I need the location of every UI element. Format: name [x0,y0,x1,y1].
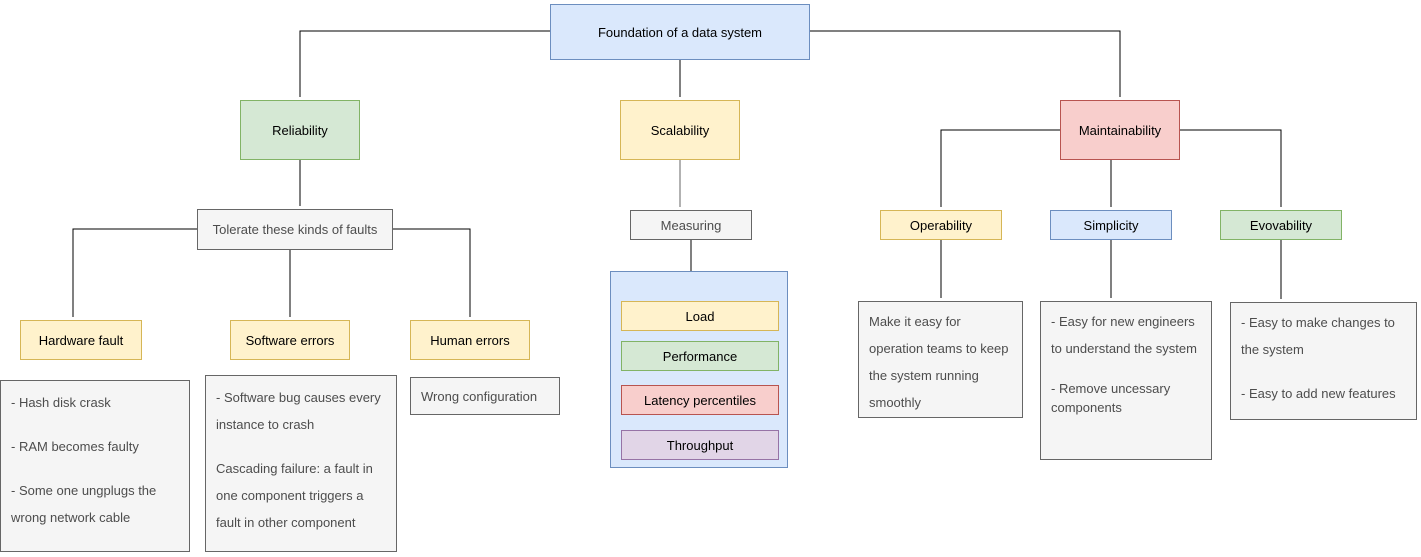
node-simplicity[interactable]: Simplicity [1050,210,1172,240]
note-hardware-line: - Some one ungplugs the wrong network ca… [11,483,157,525]
note-simplicity[interactable]: - Easy for new engineers to understand t… [1040,301,1212,460]
node-simplicity-label: Simplicity [1083,217,1139,233]
edge-tolerate-human [393,228,471,317]
node-hardware-fault[interactable]: Hardware fault [20,320,142,360]
node-measuring[interactable]: Measuring [630,210,752,240]
node-human-errors-label: Human errors [430,332,510,348]
node-load-label: Load [685,308,715,324]
note-software-line: - Software bug causes every instance to … [216,390,381,432]
note-wrong-configuration-label: Wrong configuration [421,388,538,404]
node-maintainability[interactable]: Maintainability [1060,100,1180,160]
note-hardware-line: - Hash disk crask [11,395,111,410]
note-hardware-line: - RAM becomes faulty [11,439,139,454]
node-foundation-label: Foundation of a data system [597,24,763,40]
edge-tolerate-hardware [72,228,197,317]
node-performance[interactable]: Performance [621,341,779,371]
edge-maintainability-operability [940,129,1060,207]
node-tolerate-faults[interactable]: Tolerate these kinds of faults [197,209,393,250]
node-software-errors[interactable]: Software errors [230,320,350,360]
note-evovability[interactable]: - Easy to make changes to the system - E… [1230,302,1417,420]
node-reliability[interactable]: Reliability [240,100,360,160]
node-tolerate-faults-label: Tolerate these kinds of faults [212,222,378,237]
note-evovability-line: - Easy to add new features [1241,386,1396,401]
edge-maintainability-evovability [1180,129,1282,207]
node-measuring-label: Measuring [660,217,722,233]
node-load[interactable]: Load [621,301,779,331]
note-operability[interactable]: Make it easy for operation teams to keep… [858,301,1023,418]
node-maintainability-label: Maintainability [1078,122,1162,138]
node-human-errors[interactable]: Human errors [410,320,530,360]
node-operability-label: Operability [909,217,973,233]
note-software-errors[interactable]: - Software bug causes every instance to … [205,375,397,552]
note-operability-line: Make it easy for operation teams to keep… [869,314,1009,410]
note-software-line: Cascading failure: a fault in one compon… [216,461,373,530]
edge-foundation-maintainability [810,30,1121,97]
note-simplicity-line: - Easy for new engineers to understand t… [1051,314,1197,356]
node-operability[interactable]: Operability [880,210,1002,240]
node-latency-percentiles-label: Latency percentiles [643,392,756,408]
note-evovability-line: - Easy to make changes to the system [1241,315,1395,357]
note-simplicity-line: - Remove uncessary components [1051,381,1171,415]
note-hardware-faults[interactable]: - Hash disk crask - RAM becomes faulty -… [0,380,190,552]
node-evovability-label: Evovability [1249,217,1313,233]
node-foundation[interactable]: Foundation of a data system [550,4,810,60]
node-scalability-label: Scalability [650,122,710,138]
note-wrong-configuration[interactable]: Wrong configuration [410,377,560,415]
node-reliability-label: Reliability [272,122,328,138]
node-latency-percentiles[interactable]: Latency percentiles [621,385,779,415]
node-evovability[interactable]: Evovability [1220,210,1342,240]
node-throughput-label: Throughput [666,437,734,453]
node-throughput[interactable]: Throughput [621,430,779,460]
node-performance-label: Performance [662,348,738,364]
edge-foundation-reliability [299,30,550,97]
node-scalability[interactable]: Scalability [620,100,740,160]
node-software-errors-label: Software errors [245,332,335,348]
node-hardware-fault-label: Hardware fault [38,332,124,348]
